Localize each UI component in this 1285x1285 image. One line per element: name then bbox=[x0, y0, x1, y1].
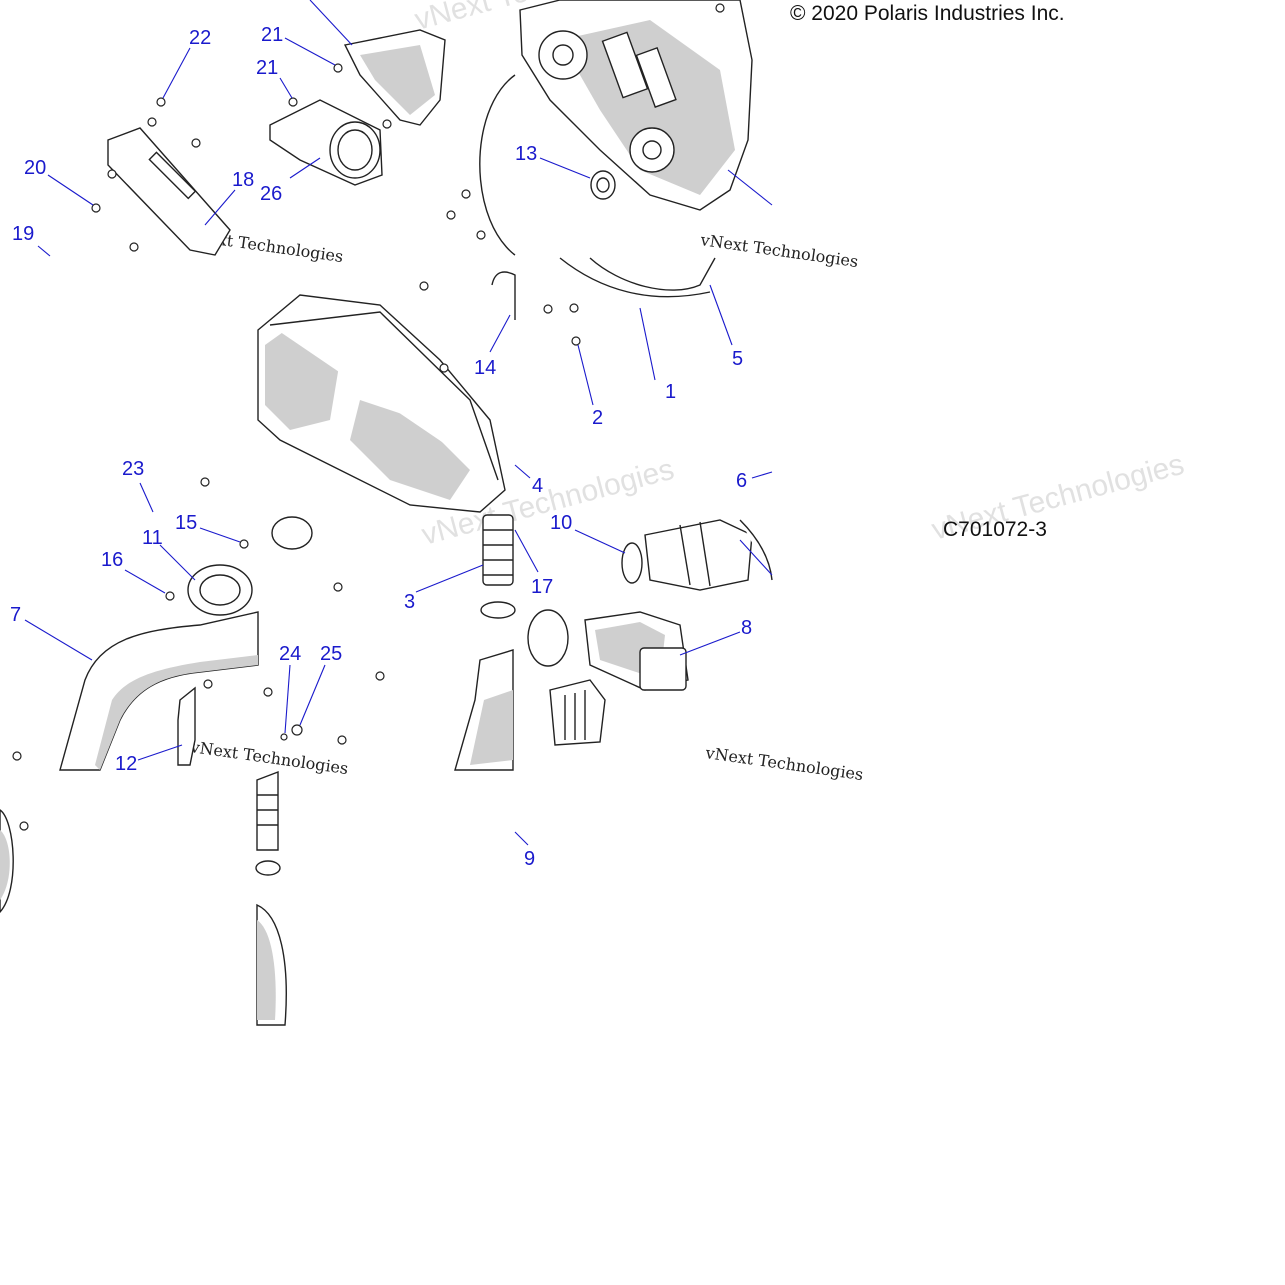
callout-23: 23 bbox=[122, 458, 144, 480]
figure-code: C701072-3 bbox=[943, 518, 1047, 541]
gasket-13 bbox=[590, 170, 616, 200]
outlet-tube bbox=[0, 809, 14, 914]
callout-24: 24 bbox=[279, 643, 301, 665]
callout-6: 6 bbox=[736, 470, 747, 492]
inner-clutch-cover bbox=[257, 294, 506, 513]
callout-1: 1 bbox=[665, 381, 676, 403]
callout-21-upper: 21 bbox=[261, 24, 283, 46]
callout-26: 26 bbox=[260, 183, 282, 205]
cover-seal bbox=[479, 74, 716, 298]
callout-11: 11 bbox=[142, 527, 163, 549]
callout-22: 22 bbox=[189, 27, 211, 49]
callout-3: 3 bbox=[404, 591, 415, 613]
copyright-text: © 2020 Polaris Industries Inc. bbox=[790, 2, 1065, 25]
callout-21-lower: 21 bbox=[256, 57, 278, 79]
callout-15: 15 bbox=[175, 512, 197, 534]
outlet-duct bbox=[59, 516, 313, 771]
watermark-serif: vNext Technologies bbox=[703, 743, 864, 784]
intake-boot bbox=[255, 514, 516, 1026]
clamp-14 bbox=[491, 271, 516, 320]
callout-labels: 1 2 3 4 5 6 7 8 9 10 11 12 13 14 15 16 1… bbox=[10, 24, 752, 870]
callout-16: 16 bbox=[101, 549, 123, 571]
callout-2: 2 bbox=[592, 407, 603, 429]
callout-19: 19 bbox=[12, 223, 34, 245]
callout-4: 4 bbox=[532, 475, 543, 497]
callout-12: 12 bbox=[115, 753, 137, 775]
mounting-bracket bbox=[107, 127, 231, 256]
callout-25: 25 bbox=[320, 643, 342, 665]
callout-14: 14 bbox=[474, 357, 496, 379]
air-hose-assembly bbox=[527, 519, 773, 746]
watermark-serif: vNext Technologies bbox=[188, 737, 349, 778]
callout-5: 5 bbox=[732, 348, 743, 370]
callout-8: 8 bbox=[741, 617, 752, 639]
callout-20: 20 bbox=[24, 157, 46, 179]
duct-bracket bbox=[177, 686, 196, 766]
callout-17: 17 bbox=[531, 576, 553, 598]
callout-7: 7 bbox=[10, 604, 21, 626]
callout-9: 9 bbox=[524, 848, 535, 870]
fastener-group bbox=[12, 3, 725, 831]
watermark-serif: vNext Technologies bbox=[698, 230, 859, 271]
callout-10: 10 bbox=[550, 512, 572, 534]
callout-18: 18 bbox=[232, 169, 254, 191]
callout-13: 13 bbox=[515, 143, 537, 165]
inlet-duct bbox=[269, 29, 446, 186]
outer-clutch-cover bbox=[519, 0, 753, 211]
leader-lines bbox=[24, 0, 773, 846]
